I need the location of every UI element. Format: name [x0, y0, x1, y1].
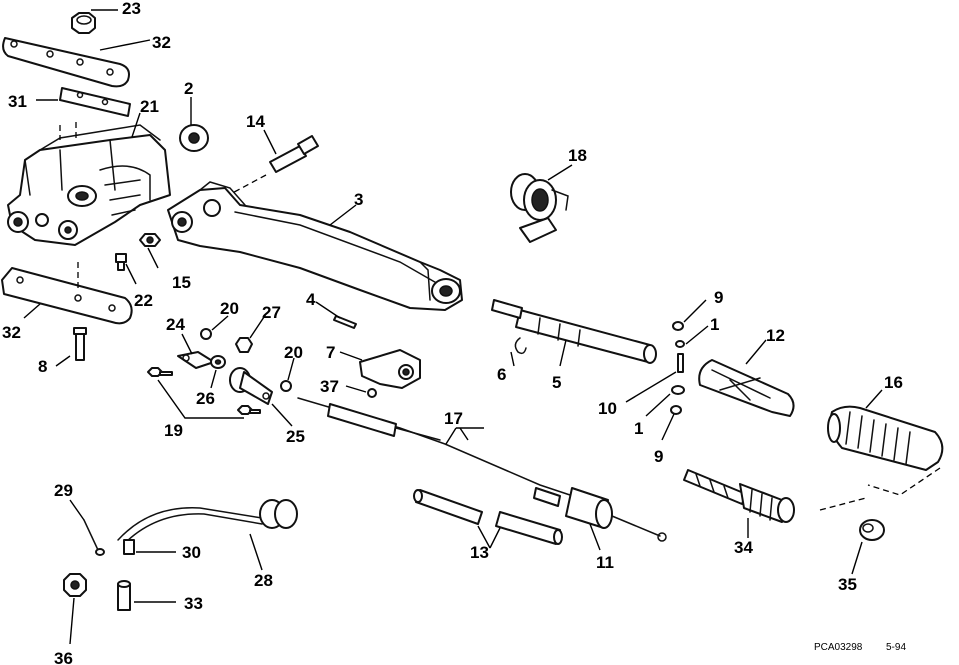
label-7: 7: [326, 343, 335, 362]
label-36: 36: [54, 649, 73, 665]
label-12: 12: [766, 326, 785, 345]
label-11: 11: [596, 553, 614, 572]
part-22-screw: [115, 253, 127, 271]
label-9-lower: 9: [654, 447, 663, 466]
label-17: 17: [444, 409, 463, 428]
label-8: 8: [38, 357, 47, 376]
label-33: 33: [184, 594, 203, 613]
part-32-lower-plate: [1, 262, 133, 325]
part-19-screw-right: [237, 405, 261, 415]
label-37: 37: [320, 377, 339, 396]
figure-code: PCA03298: [814, 642, 863, 653]
part-5-shaft: [491, 299, 657, 364]
part-26-washer: [210, 355, 226, 369]
part-8-bolt: [73, 327, 87, 361]
label-31: 31: [8, 92, 27, 111]
label-25: 25: [286, 427, 305, 446]
part-21-swivel-bracket: [7, 122, 171, 246]
label-4: 4: [306, 290, 316, 309]
label-5: 5: [552, 373, 561, 392]
label-35: 35: [838, 575, 857, 594]
part-12-grip-sleeve: [698, 359, 795, 417]
part-3-steering-arm: [167, 181, 463, 311]
label-28: 28: [254, 571, 273, 590]
part-31-shim-plate: [59, 87, 131, 117]
part-37-screw: [367, 388, 377, 398]
part-2-washer: [179, 124, 209, 152]
label-27: 27: [262, 303, 281, 322]
part-11-cable-end: [533, 487, 667, 542]
part-33-sleeve: [117, 580, 131, 611]
part-19-screw-left: [147, 367, 173, 377]
part-34-throttle-assembly: [683, 469, 795, 523]
part-17-cable: [297, 397, 601, 506]
part-1-washer-lower: [671, 385, 685, 395]
label-30: 30: [182, 543, 201, 562]
label-3: 3: [354, 190, 363, 209]
leader-lines: [23, 9, 883, 645]
label-2: 2: [184, 79, 193, 98]
part-23-nut: [71, 12, 96, 34]
label-6: 6: [497, 365, 506, 384]
part-7-bracket: [359, 349, 421, 389]
label-9-upper: 9: [714, 288, 723, 307]
part-25-lever: [229, 367, 273, 405]
label-22: 22: [134, 291, 153, 310]
figure-date: 5-94: [886, 642, 906, 653]
part-13-sleeve-a: [413, 489, 483, 525]
footer-codes: PCA03298 5-94: [814, 642, 906, 653]
part-10-pin: [677, 353, 684, 373]
part-13-sleeve-b: [495, 511, 563, 545]
callout-labels: 23 32 31 21 2 14 3 18 15 22 32 8 4 6 5 9…: [2, 0, 903, 665]
label-34: 34: [734, 538, 753, 557]
part-29-terminal: [83, 519, 105, 556]
part-4-pin: [333, 315, 357, 329]
part-24-link: [177, 351, 215, 369]
label-20-right: 20: [284, 343, 303, 362]
part-35-cap: [859, 519, 885, 541]
label-20-left: 20: [220, 299, 239, 318]
part-15-nut: [139, 233, 161, 247]
label-32-upper: 32: [152, 33, 171, 52]
label-32-lower: 32: [2, 323, 21, 342]
label-18: 18: [568, 146, 587, 165]
part-36-nut: [63, 573, 87, 597]
label-15: 15: [172, 273, 191, 292]
part-1-washer-upper: [675, 340, 685, 348]
part-30-sleeve: [123, 539, 135, 555]
part-27-nut: [235, 337, 253, 353]
part-6-spring-clip: [514, 337, 527, 355]
part-16-handle-grip: [819, 405, 944, 511]
part-20-washer-right: [280, 380, 292, 392]
part-32-upper-plate: [2, 37, 130, 88]
label-14: 14: [246, 112, 265, 131]
part-18-grommet: [510, 173, 569, 243]
part-9-nut-upper: [672, 321, 684, 331]
label-23: 23: [122, 0, 141, 18]
label-26: 26: [196, 389, 215, 408]
label-16: 16: [884, 373, 903, 392]
label-19: 19: [164, 421, 183, 440]
label-24: 24: [166, 315, 185, 334]
label-10: 10: [598, 399, 617, 418]
label-21: 21: [140, 97, 159, 116]
part-28-wire-harness: [117, 499, 298, 545]
label-29: 29: [54, 481, 73, 500]
label-1-lower: 1: [634, 419, 643, 438]
part-20-washer-left: [200, 328, 212, 340]
label-1-upper: 1: [710, 315, 719, 334]
label-13: 13: [470, 543, 489, 562]
part-9-nut-lower: [670, 405, 682, 415]
